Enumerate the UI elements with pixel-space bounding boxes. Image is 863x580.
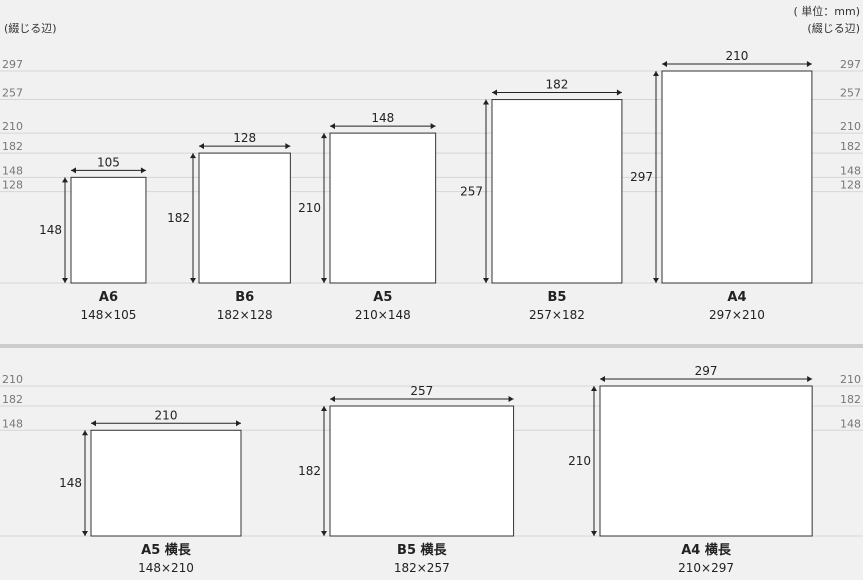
- paper-b5-landscape: [329, 405, 515, 537]
- paper-dims-a5: 210×148: [355, 308, 411, 322]
- height-arrow-b5-head-top: [483, 99, 489, 105]
- paper-dims-a6: 148×105: [81, 308, 137, 322]
- paper-a6: [70, 176, 147, 284]
- guide-label-right-257: 257: [840, 87, 861, 100]
- height-arrow-a4-landscape-head-bottom: [591, 531, 597, 536]
- guide-label-landscape-right-148: 148: [840, 417, 861, 430]
- height-arrow-a4-head-bottom: [653, 278, 659, 283]
- width-label-a5-landscape: 210: [155, 408, 178, 422]
- height-arrow-a6-head-top: [62, 177, 68, 183]
- guide-label-left-148: 148: [2, 164, 23, 177]
- paper-a4: [661, 70, 813, 284]
- width-arrow-a4-head-left: [662, 61, 667, 67]
- guide-label-left-210: 210: [2, 120, 23, 133]
- guide-label-left-128: 128: [2, 179, 23, 192]
- width-arrow-a5-landscape-head-right: [236, 420, 241, 427]
- guide-label-left-297: 297: [2, 58, 23, 71]
- paper-name-a4: A4: [727, 290, 746, 305]
- width-arrow-b5-head-left: [492, 89, 497, 96]
- height-label-a5-landscape: 148: [59, 476, 82, 490]
- height-arrow-a6-head-bottom: [62, 278, 68, 283]
- width-label-b6: 128: [233, 131, 256, 145]
- height-arrow-b5-landscape-head-bottom: [321, 531, 327, 536]
- width-arrow-a5-head-right: [430, 123, 436, 130]
- height-arrow-b6-head-bottom: [190, 278, 196, 283]
- paper-dims-b6: 182×128: [217, 308, 273, 322]
- height-arrow-a5-landscape-head-bottom: [82, 531, 88, 536]
- section-divider: [0, 344, 863, 348]
- guide-label-right-128: 128: [840, 179, 861, 192]
- paper-name-b5-landscape: B5 横長: [397, 542, 447, 558]
- width-label-a4-landscape: 297: [695, 364, 718, 378]
- width-arrow-a6-head-right: [140, 167, 146, 174]
- height-label-b5: 257: [460, 184, 483, 198]
- guide-label-landscape-right-210: 210: [840, 373, 861, 386]
- guide-label-landscape-left-148: 148: [2, 417, 23, 430]
- width-arrow-b5-landscape-head-left: [330, 396, 335, 402]
- paper-b6: [198, 152, 291, 284]
- paper-name-a4-landscape: A4 横長: [681, 542, 732, 558]
- guide-label-landscape-left-210: 210: [2, 373, 23, 386]
- paper-dims-b5: 257×182: [529, 308, 585, 322]
- paper-name-b5: B5: [547, 290, 566, 305]
- paper-a5-landscape: [90, 429, 242, 537]
- paper-a4-landscape: [599, 385, 813, 537]
- width-label-b5-landscape: 257: [410, 384, 433, 398]
- guide-label-left-257: 257: [2, 87, 23, 100]
- height-arrow-a5-landscape-head-top: [82, 430, 88, 436]
- height-label-a4: 297: [630, 170, 653, 184]
- paper-name-a6: A6: [99, 290, 118, 305]
- width-arrow-b5-landscape-head-right: [508, 396, 514, 402]
- guide-label-landscape-right-182: 182: [840, 393, 861, 406]
- paper-name-b6: B6: [235, 290, 254, 305]
- width-label-b5: 182: [546, 78, 569, 92]
- guide-label-left-182: 182: [2, 140, 23, 153]
- width-arrow-b6-head-right: [285, 143, 291, 150]
- height-label-a6: 148: [39, 223, 62, 237]
- paper-dims-a5-landscape: 148×210: [138, 561, 194, 575]
- height-label-a4-landscape: 210: [568, 454, 591, 468]
- width-arrow-a5-landscape-head-left: [91, 420, 96, 427]
- height-label-b6: 182: [167, 211, 190, 225]
- guide-label-right-148: 148: [840, 164, 861, 177]
- width-label-a6: 105: [97, 155, 120, 169]
- width-arrow-b5-head-right: [616, 89, 622, 96]
- height-arrow-b6-head-top: [190, 153, 196, 159]
- paper-a5: [329, 132, 437, 284]
- height-label-a5: 210: [298, 201, 321, 215]
- paper-name-a5: A5: [373, 290, 392, 305]
- guide-label-landscape-left-182: 182: [2, 393, 23, 406]
- width-arrow-a4-landscape-head-right: [807, 376, 813, 382]
- width-arrow-a4-landscape-head-left: [600, 376, 605, 382]
- paper-dims-a4-landscape: 210×297: [678, 561, 734, 575]
- height-arrow-b5-head-bottom: [483, 278, 489, 283]
- height-arrow-a4-landscape-head-top: [591, 386, 597, 391]
- guide-label-right-297: 297: [840, 58, 861, 71]
- height-arrow-a5-head-bottom: [321, 278, 327, 283]
- unit-note: ( 単位：mm): [793, 5, 860, 18]
- width-label-a4: 210: [725, 49, 748, 63]
- paper-dims-a4: 297×210: [709, 308, 765, 322]
- paper-dims-b5-landscape: 182×257: [394, 561, 450, 575]
- binding-edge-note-right: (綴じる辺): [807, 22, 860, 35]
- width-arrow-a4-head-right: [806, 61, 812, 67]
- paper-name-a5-landscape: A5 横長: [141, 542, 192, 558]
- height-arrow-a5-head-top: [321, 133, 327, 139]
- paper-b5: [491, 99, 623, 284]
- guide-label-right-182: 182: [840, 140, 861, 153]
- binding-edge-note-left: (綴じる辺): [4, 22, 57, 35]
- height-arrow-b5-landscape-head-top: [321, 406, 327, 411]
- width-arrow-b6-head-left: [199, 143, 204, 150]
- width-arrow-a5-head-left: [330, 123, 335, 130]
- height-label-b5-landscape: 182: [298, 464, 321, 478]
- width-arrow-a6-head-left: [71, 167, 76, 174]
- width-label-a5: 148: [371, 111, 394, 125]
- guide-label-right-210: 210: [840, 120, 861, 133]
- height-arrow-a4-head-top: [653, 71, 659, 76]
